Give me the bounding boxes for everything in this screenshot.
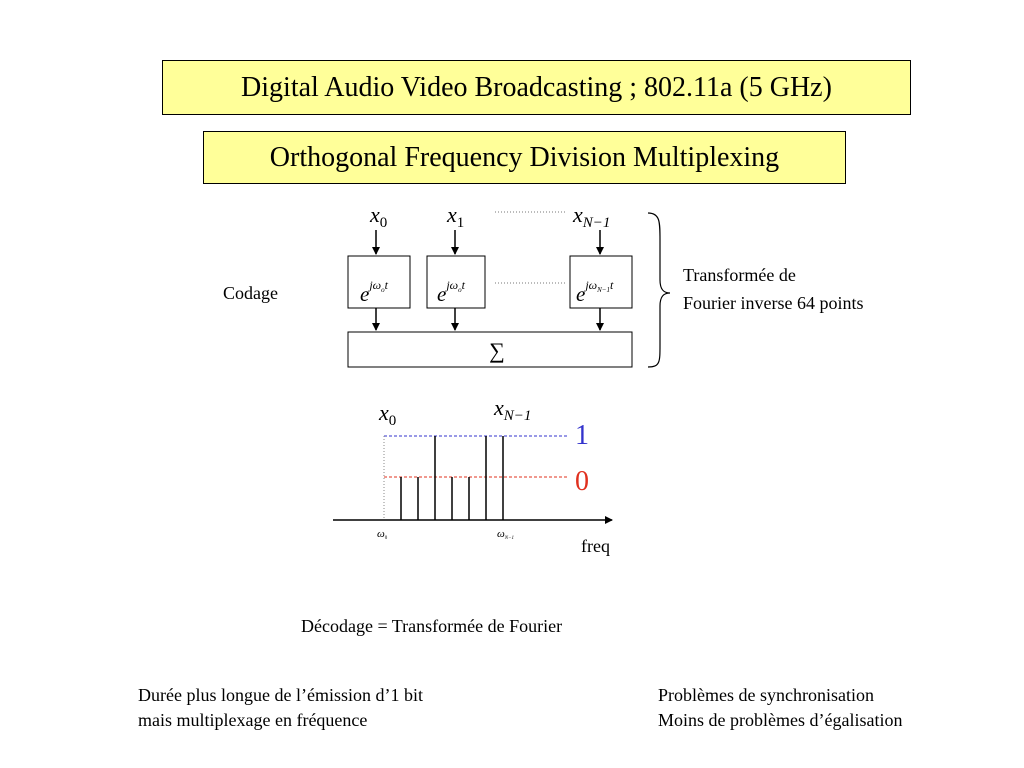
input-x1: x1: [446, 202, 464, 231]
input-x0: x0: [369, 202, 387, 231]
freq-axis-label: freq: [581, 536, 610, 556]
subtitle: Orthogonal Frequency Division Multiplexi…: [203, 131, 846, 184]
note-right-line2: Moins de problèmes d’égalisation: [658, 710, 903, 730]
sum-block: [347, 331, 633, 368]
axis-omegaN-1: ωN−1: [497, 528, 514, 541]
codage-label: Codage: [223, 283, 278, 303]
note-right-line1: Problèmes de synchronisation: [658, 685, 874, 705]
note-left-line1: Durée plus longue de l’émission d’1 bit: [138, 685, 423, 705]
note-left-line2: mais multiplexage en fréquence: [138, 710, 368, 730]
input-xN-1: xN−1: [572, 202, 610, 231]
mod-block-1: [426, 255, 486, 309]
ifft-label-line2: Fourier inverse 64 points: [683, 293, 864, 313]
decoding-text: Décodage = Transformée de Fourier: [301, 616, 563, 636]
axis-omega0: ω0: [377, 528, 388, 541]
ifft-brace: [647, 212, 671, 368]
mod-expr-0: ejωot: [360, 278, 389, 306]
spectrum-label-xN-1: xN−1: [493, 395, 531, 424]
level-zero-label: 0: [575, 466, 589, 497]
mod-expr-1: ejωot: [437, 278, 466, 306]
ifft-label-line1: Transformée de: [683, 265, 796, 285]
mod-expr-2: ejωN−1t: [576, 278, 614, 306]
spectrum-label-x0: x0: [378, 400, 396, 429]
main-title: Digital Audio Video Broadcasting ; 802.1…: [162, 60, 911, 115]
mod-block-0: [347, 255, 411, 309]
mod-block-2: [569, 255, 633, 309]
sum-symbol: ∑: [489, 338, 505, 363]
level-one-label: 1: [575, 420, 589, 451]
